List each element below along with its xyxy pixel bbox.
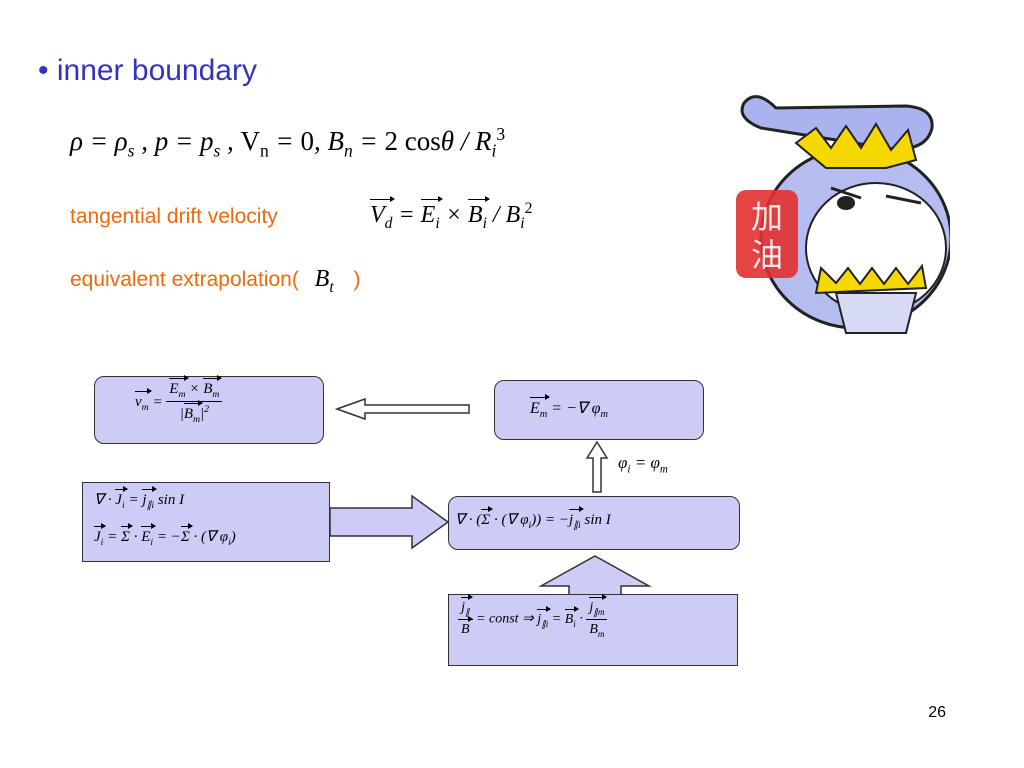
svg-text:加: 加	[751, 198, 783, 236]
right-arrow	[329, 494, 450, 550]
page-number: 26	[928, 704, 946, 721]
em-equation-box	[494, 380, 704, 440]
boundary-condition-equation: ρ = ρs , p = ps , Vn = 0, Bn = 2 cosθ / …	[70, 124, 506, 161]
current-equations-box	[82, 482, 330, 562]
bullet-title: • inner boundary	[38, 54, 257, 87]
drift-velocity-equation: Vd = Ei × Bi / Bi2	[370, 196, 533, 232]
svg-text:油: 油	[751, 236, 783, 274]
potential-equation-box	[448, 496, 740, 550]
left-arrow	[335, 397, 470, 421]
extrapolation-label: equivalent extrapolation( Bt )	[70, 266, 361, 296]
bt-symbol: Bt	[314, 266, 334, 296]
vm-equation-box	[94, 376, 324, 444]
div-j-equation: ∇ · Ji = j∥i sin I	[94, 486, 185, 511]
potential-equation: ∇ · (Σ · (∇ φi)) = −j∥i sin I	[455, 506, 611, 531]
up-arrow-small	[585, 440, 609, 493]
vm-equation: vm = Em × Bm|Bm|2	[135, 375, 223, 425]
phi-equality: φi = φm	[618, 453, 668, 476]
rabbit-mascot-icon: 加 油	[736, 88, 953, 338]
em-equation: Em = −∇ φm	[530, 393, 608, 421]
ji-equation: Ji = Σ · Ei = −Σ · (∇ φi)	[94, 523, 236, 548]
tangential-drift-label: tangential drift velocity	[70, 205, 278, 228]
field-aligned-current-box	[448, 594, 738, 666]
